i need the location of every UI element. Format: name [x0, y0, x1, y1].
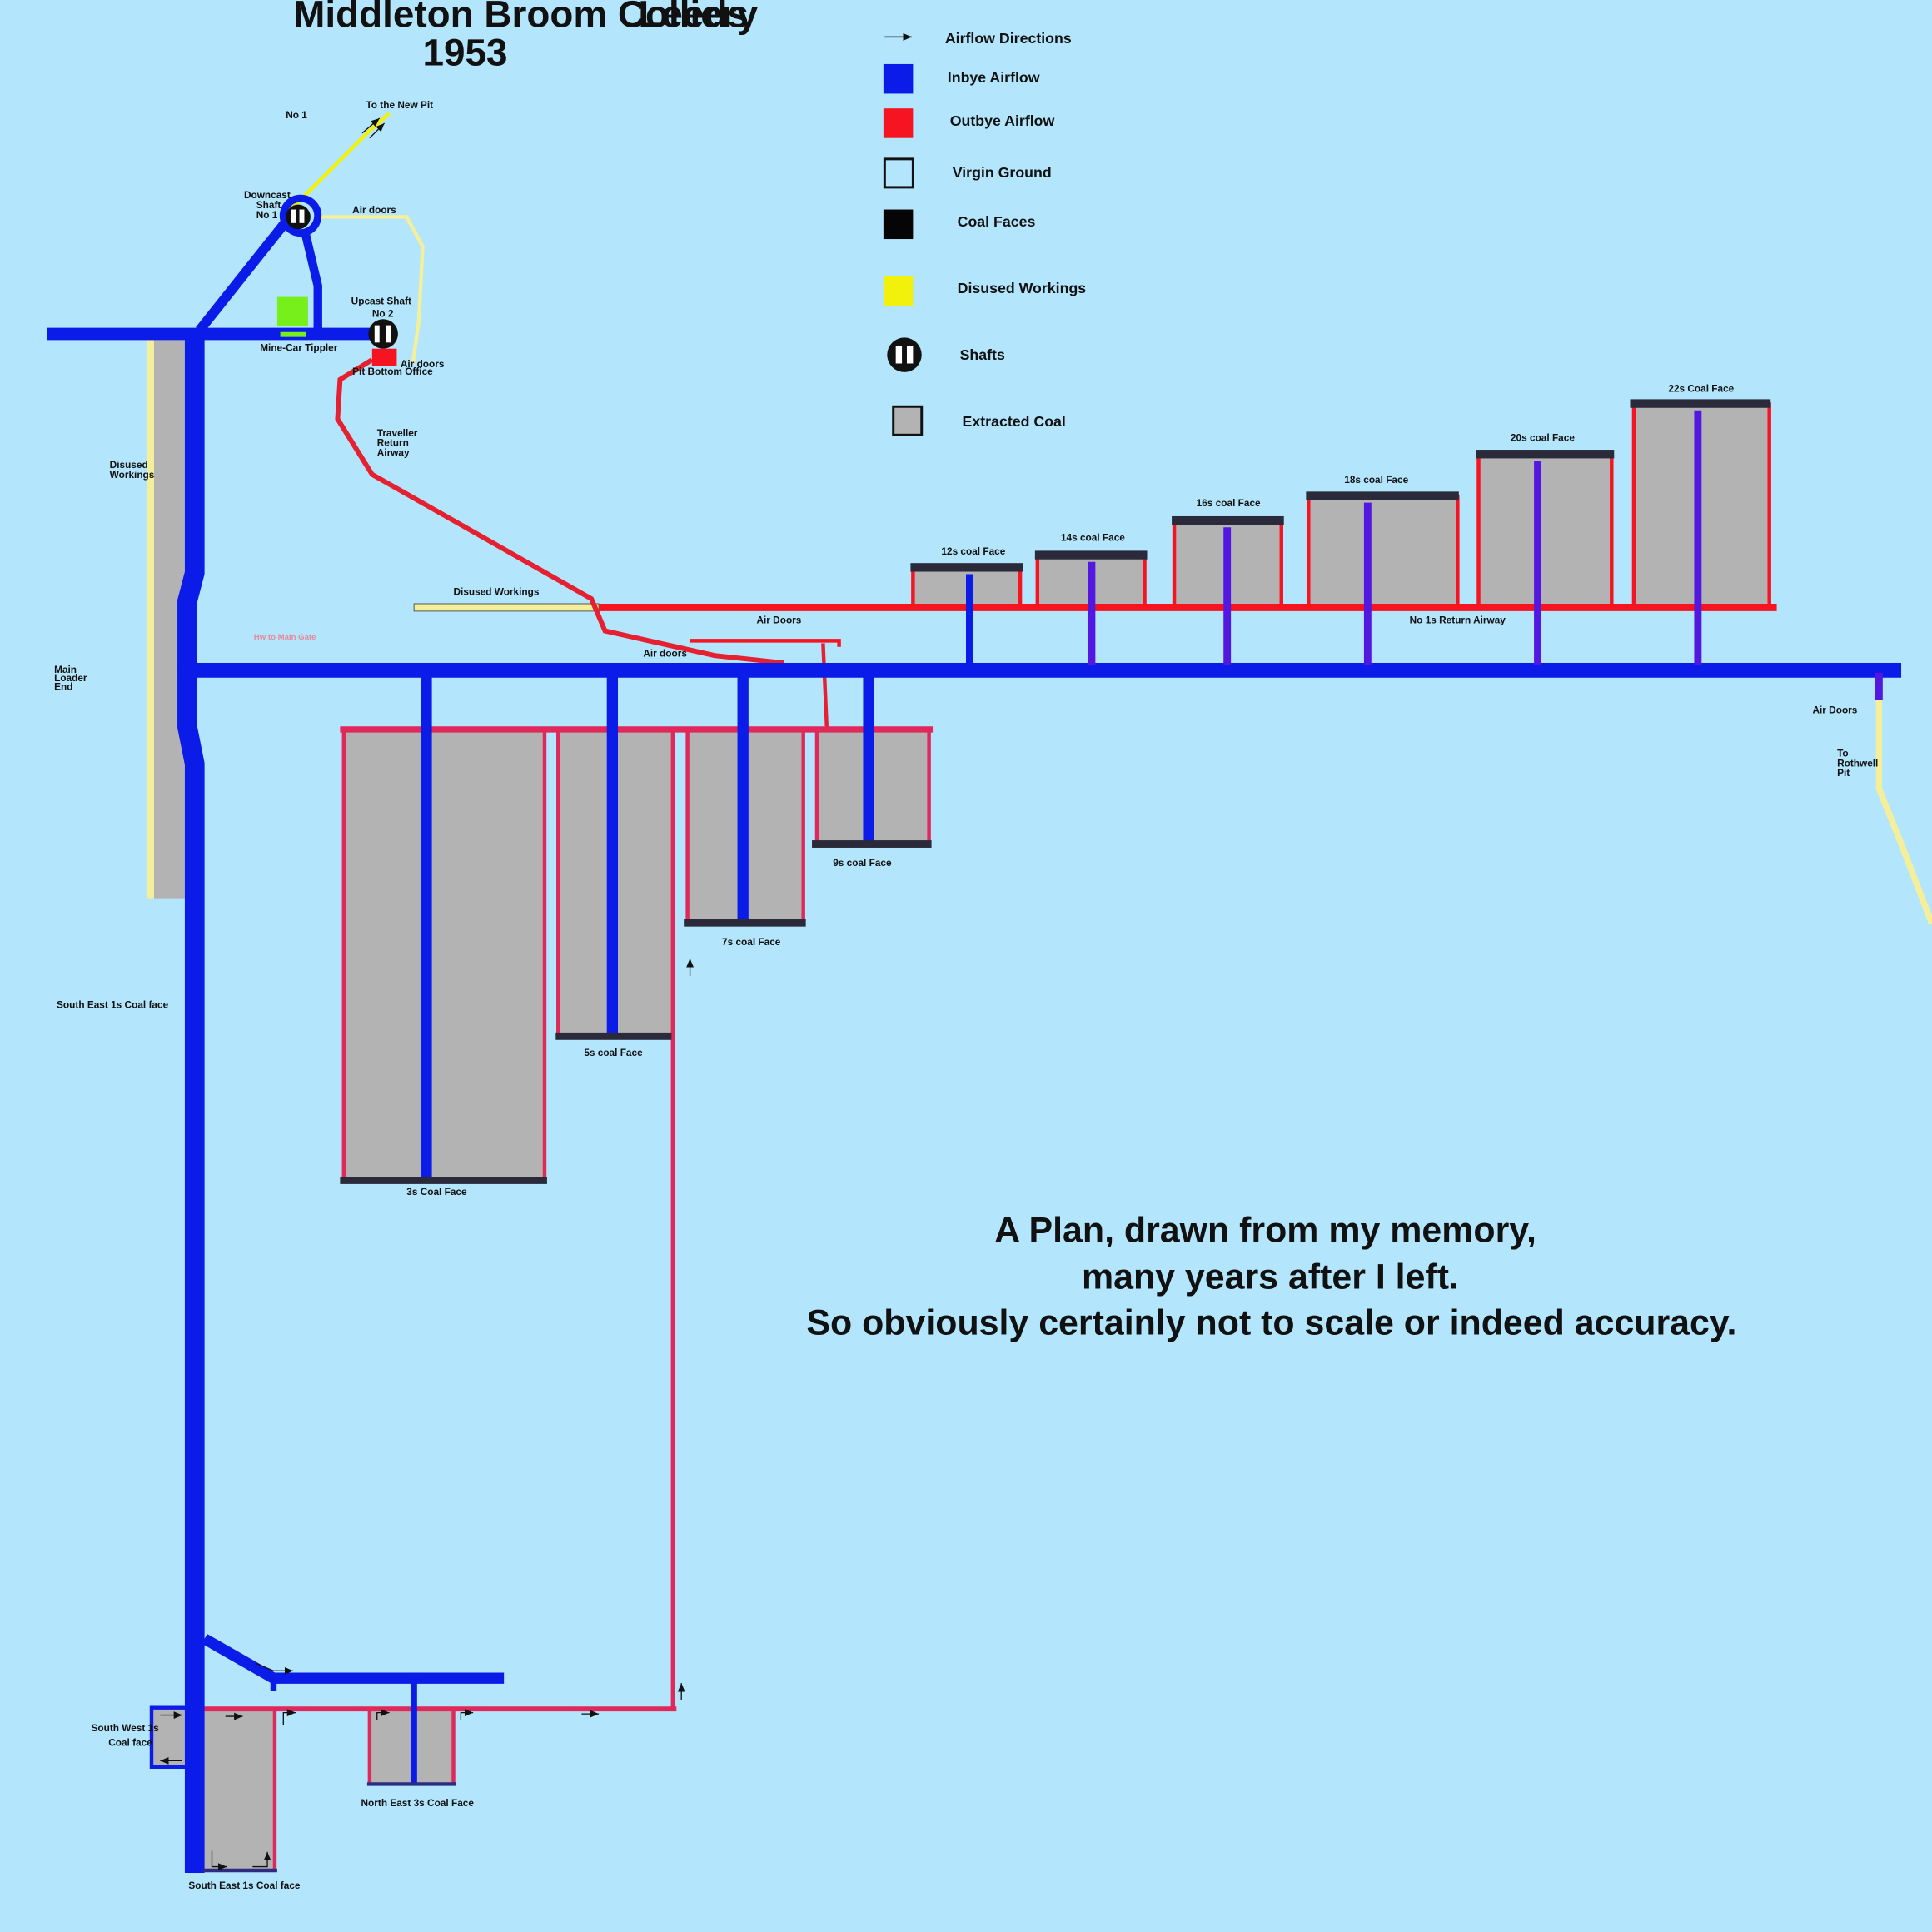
label-disused-workings-left: Disused [110, 459, 148, 471]
label-upcast: Upcast Shaft [351, 295, 411, 306]
label-face-12s: 12s coal Face [941, 545, 1005, 557]
outbye-airways [184, 357, 1777, 1871]
legend-swatch-coal-faces [883, 209, 914, 240]
label-to-rothwell: Pit [1837, 767, 1850, 779]
legend-swatch-outbye [883, 108, 914, 138]
label-air-doors-mid: Air Doors [756, 615, 801, 626]
coal-faces [340, 399, 1771, 1184]
label-north-east-3s: North East 3s Coal Face [361, 1797, 475, 1809]
legend-label: Extracted Coal [963, 413, 1066, 430]
plan-note: A Plan, drawn from my memory, many years… [806, 1210, 1736, 1342]
airflow-arrows [160, 117, 695, 1871]
legend-swatch-extracted [892, 405, 924, 436]
inbye-airways [47, 194, 1902, 1873]
label-upcast: No 2 [372, 307, 394, 319]
label-face-16s: 16s coal Face [1197, 497, 1261, 509]
label-main-loader-end: Main [54, 664, 77, 675]
plan-labels: No 1 To the New Pit Downcast Shaft No 1 … [54, 99, 1878, 1891]
face-labels: 12s coal Face 14s coal Face 16s coal Fac… [406, 383, 1734, 1198]
mine-car-tippler [276, 296, 308, 327]
label-no1s-return-airway: No 1s Return Airway [1410, 615, 1506, 626]
legend-swatch-virgin-ground [883, 157, 914, 189]
label-air-doors-low: Air doors [643, 648, 687, 660]
disused-workings [147, 112, 1932, 926]
extracted-3s [342, 729, 545, 1181]
note-line: So obviously certainly not to scale or i… [806, 1302, 1736, 1342]
label-downcast: Downcast [244, 189, 291, 201]
extracted-south-east-1s [203, 1707, 275, 1871]
extracted-20s [1477, 454, 1612, 605]
legend-swatch-disused [883, 276, 914, 306]
downcast-shaft-icon [286, 204, 311, 230]
label-air-doors-top: Air doors [352, 204, 396, 216]
label-pit-bottom-office: Pit Bottom Office [352, 366, 433, 377]
label-south-east-1s-bottom: South East 1s Coal face [188, 1880, 301, 1891]
note-line: many years after I left. [1082, 1257, 1459, 1297]
label-to-rothwell: Rothwell [1837, 757, 1878, 769]
label-south-west-1s: South West 1s [91, 1722, 159, 1734]
label-face-5s: 5s coal Face [584, 1047, 643, 1058]
air-door-branch [690, 639, 841, 647]
label-face-22s: 22s Coal Face [1668, 383, 1734, 395]
extracted-south-west-1s [151, 1707, 189, 1767]
legend-label: Airflow Directions [945, 30, 1072, 47]
label-downcast: Shaft [256, 199, 281, 211]
label-to-new-pit: To the New Pit [366, 99, 433, 111]
legend-label: Inbye Airflow [948, 69, 1040, 86]
note-line: A Plan, drawn from my memory, [994, 1210, 1536, 1250]
label-air-doors-right: Air Doors [1812, 705, 1857, 716]
extracted-18s [1307, 496, 1456, 605]
legend-label: Coal Faces [958, 213, 1036, 230]
label-traveller-return: Airway [377, 446, 410, 458]
label-no1: No 1 [286, 109, 307, 121]
label-face-9s: 9s coal Face [833, 857, 892, 869]
label-face-7s: 7s coal Face [722, 936, 781, 948]
label-face-18s: 18s coal Face [1344, 474, 1408, 485]
legend-label: Disused Workings [958, 280, 1087, 296]
label-main-loader-end: End [54, 681, 72, 693]
disused-strip-left [147, 340, 154, 899]
disused-to-new-pit [289, 112, 391, 212]
label-downcast: No 1 [256, 209, 278, 221]
legend-swatch-inbye [883, 63, 914, 94]
main-trunk-road [177, 333, 205, 1873]
label-hw-to-main-gate: Hw to Main Gate [254, 633, 316, 642]
label-mine-car-tippler: Mine-Car Tippler [260, 342, 338, 354]
legend: Airflow Directions Inbye Airflow Outbye … [883, 30, 1087, 436]
label-disused-workings-mid: Disused Workings [453, 586, 539, 598]
disused-to-rothwell [1875, 680, 1932, 926]
label-traveller-return: Traveller [377, 427, 418, 439]
plan-title: Middleton Broom Colliery [293, 0, 758, 36]
label-south-west-1s: Coal face [108, 1737, 152, 1749]
upcast-shaft-icon [368, 319, 398, 349]
disused-strip-mid [413, 603, 600, 612]
legend-shaft-icon [887, 337, 922, 372]
label-face-3s: 3s Coal Face [406, 1186, 467, 1198]
label-to-rothwell: To [1837, 747, 1849, 759]
label-traveller-return: Return [377, 437, 409, 449]
label-disused-workings-left: Workings [110, 469, 155, 481]
plan-year: 1953 [423, 30, 508, 73]
label-south-east-1s-top: South East 1s Coal face [57, 998, 169, 1010]
label-main-loader-end: Loader [54, 672, 87, 684]
label-face-14s: 14s coal Face [1061, 532, 1125, 544]
pit-bottom-office [371, 348, 397, 366]
legend-label: Outbye Airflow [950, 112, 1055, 129]
legend-label: Virgin Ground [953, 164, 1052, 181]
label-face-20s: 20s coal Face [1511, 432, 1575, 444]
legend-label: Shafts [960, 346, 1005, 363]
disused-air-doors-loop [317, 215, 425, 364]
downcast-ring [279, 194, 322, 237]
label-air-doors-upcast: Air doors [401, 358, 445, 370]
downcast-approach [196, 212, 295, 334]
traveller-return-airway [335, 357, 784, 665]
plan-title-location: Leeds [638, 0, 749, 36]
